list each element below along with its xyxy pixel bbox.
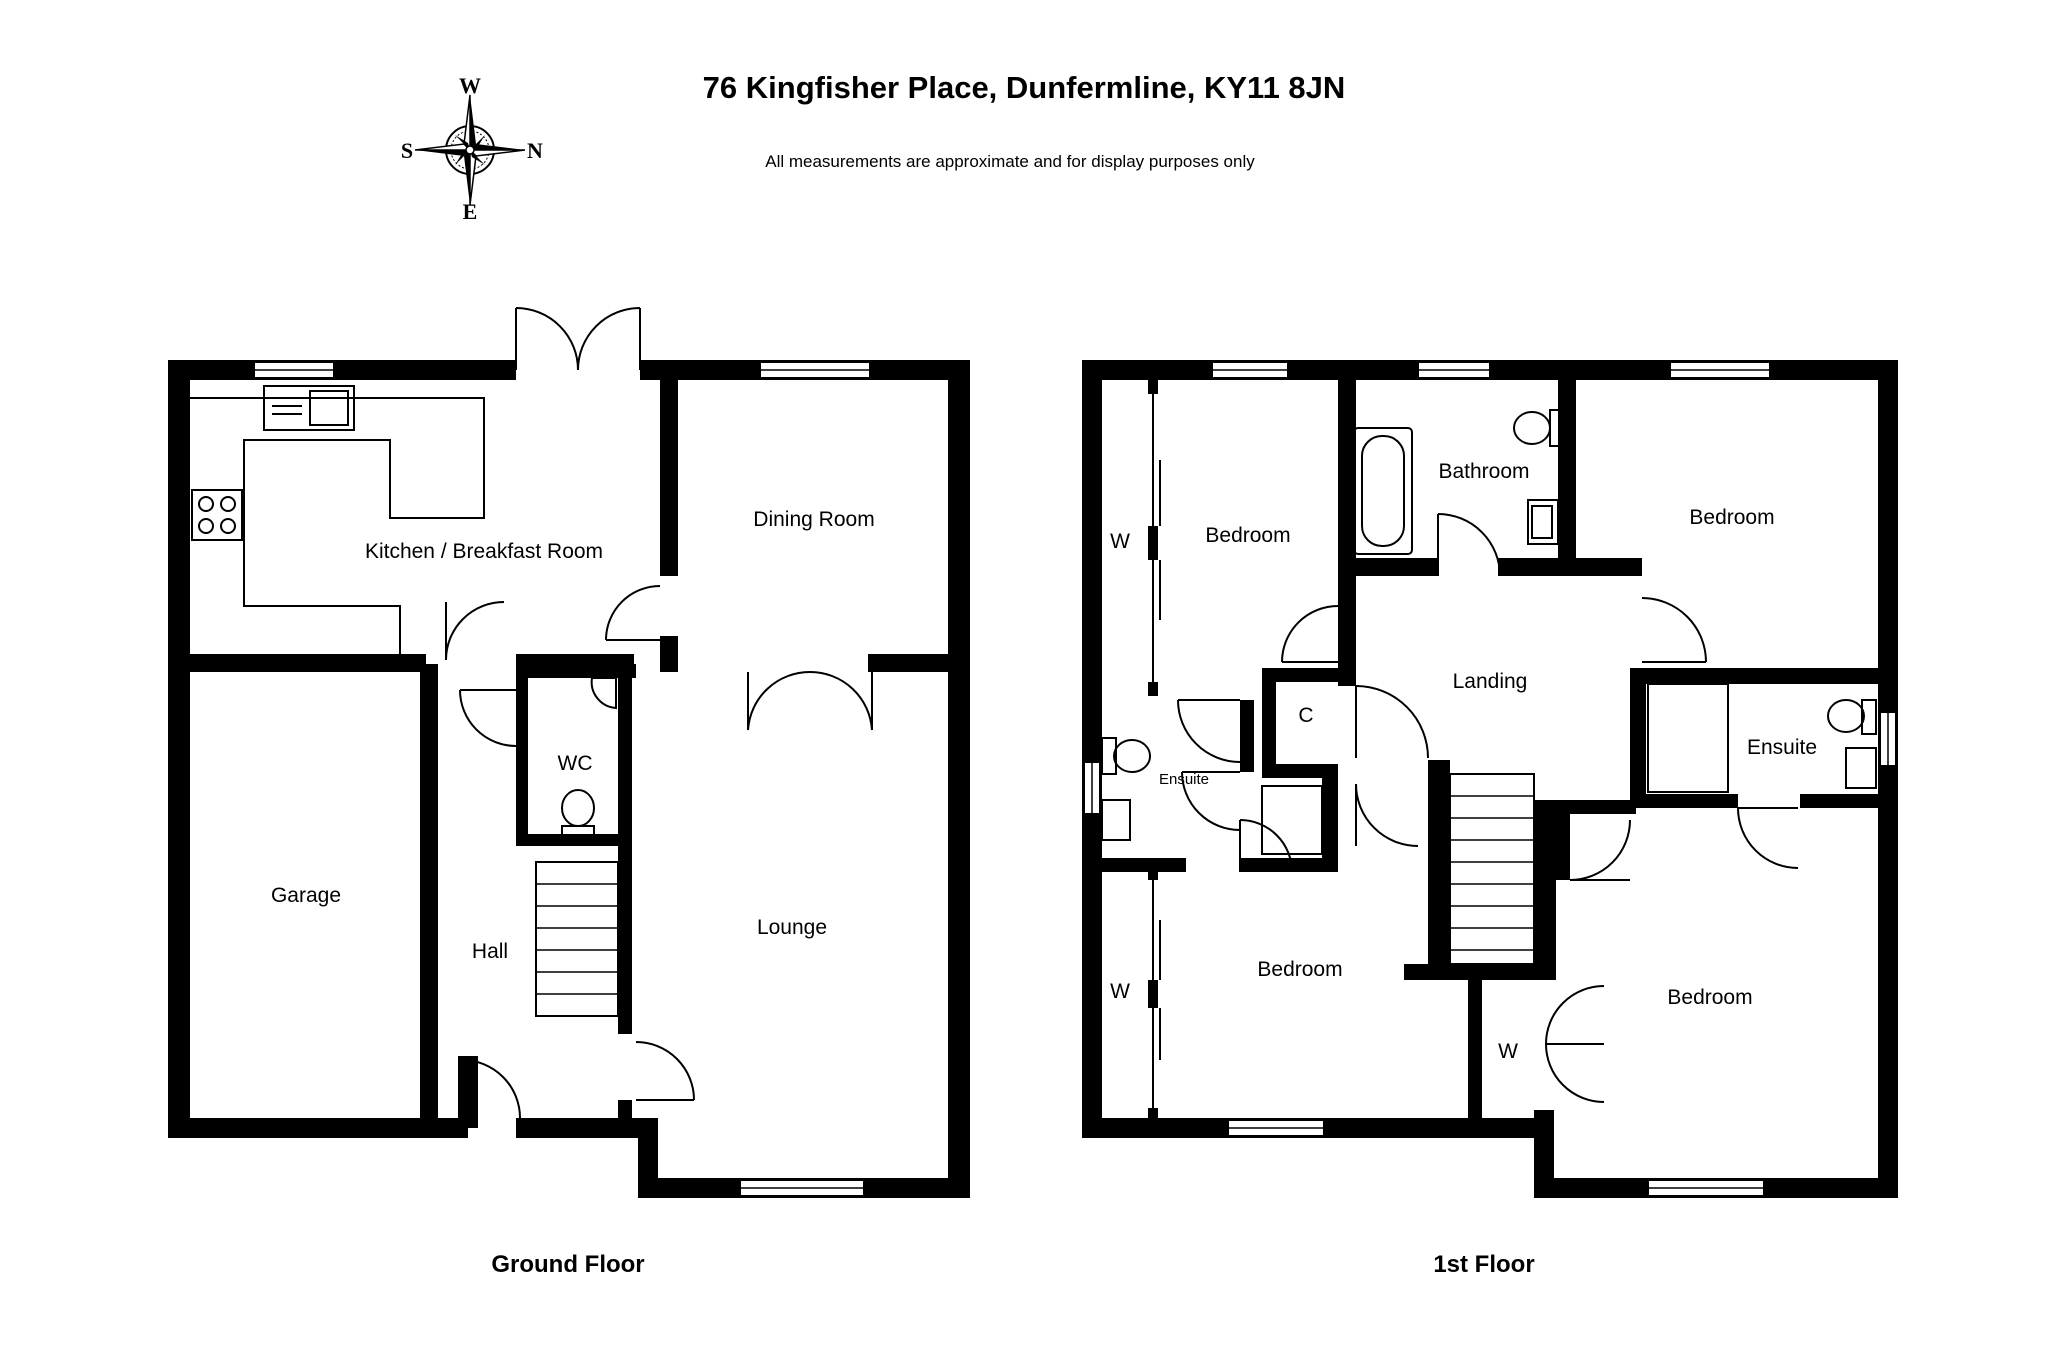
first-floor-label: 1st Floor [1433,1251,1535,1278]
bedroom-southeast-label: Bedroom [1667,986,1752,1009]
wardrobe-label-3: W [1498,1040,1518,1063]
wc-label: WC [558,752,593,775]
lounge-label: Lounge [757,916,827,939]
ensuite-west-label: Ensuite [1159,771,1209,788]
cupboard-label: C [1298,704,1313,727]
compass-west-label: W [459,75,481,98]
page-title: 76 Kingfisher Place, Dunfermline, KY11 8… [702,70,1346,105]
bedroom-northwest-label: Bedroom [1205,524,1290,547]
ensuite-east-label: Ensuite [1747,736,1817,759]
dining-room-label: Dining Room [753,508,874,531]
compass-east-label: E [463,199,478,224]
wardrobe-label-2: W [1110,980,1130,1003]
ground-floor-label: Ground Floor [491,1251,645,1278]
garage-label: Garage [271,884,341,907]
kitchen-label: Kitchen / Breakfast Room [365,540,603,563]
bedroom-southwest-label: Bedroom [1257,958,1342,981]
landing-label: Landing [1453,670,1528,693]
wardrobe-label-1: W [1110,530,1130,553]
bathroom-label: Bathroom [1438,460,1529,483]
compass-icon: W S N E [401,75,543,224]
compass-north-label: N [527,138,543,163]
bedroom-northeast-label: Bedroom [1689,506,1774,529]
disclaimer: All measurements are approximate and for… [765,152,1255,171]
hall-label: Hall [472,940,508,963]
compass-south-label: S [401,138,413,163]
